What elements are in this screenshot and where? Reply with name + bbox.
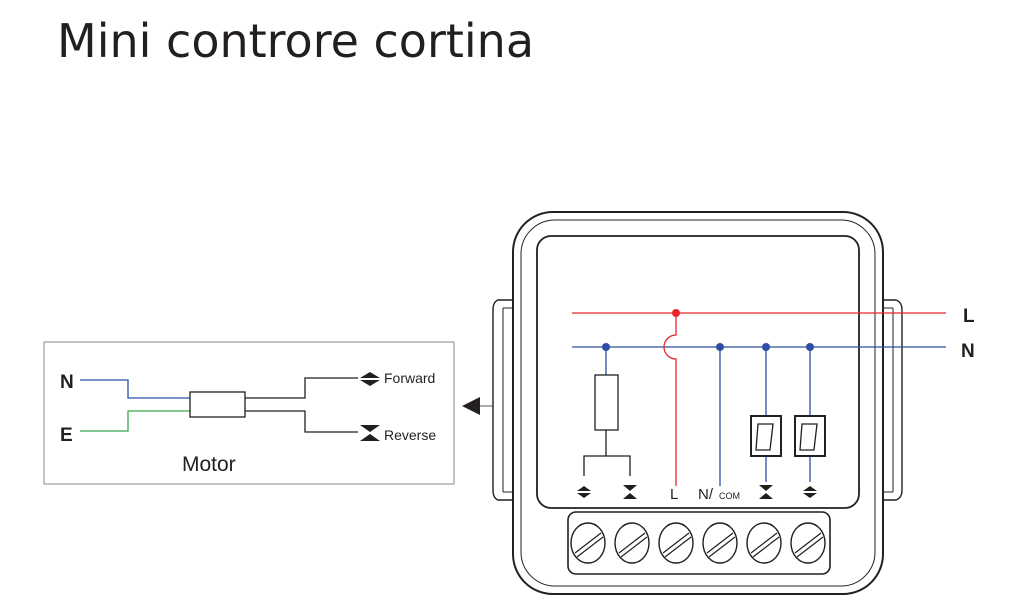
neutral-junction <box>602 343 610 351</box>
motor-element <box>189 391 246 418</box>
terminal-forward-icon <box>803 486 817 498</box>
screw-icon <box>746 522 782 564</box>
screw-icon <box>658 522 694 564</box>
load-element <box>594 374 619 431</box>
terminal-n-label: N/ <box>698 486 714 503</box>
inner-panel <box>536 235 860 509</box>
motor-earth-wire <box>80 410 190 432</box>
terminal-forward-icon <box>577 486 591 498</box>
terminal-l-label: L <box>670 486 678 503</box>
motor-neutral-wire <box>80 379 190 399</box>
arrow-head-icon <box>462 397 480 415</box>
right-clip <box>881 299 903 501</box>
supply-l-label: L <box>963 306 975 327</box>
motor-box-frame <box>43 341 455 485</box>
motor-label: Motor <box>182 453 236 476</box>
neutral-junction <box>716 343 724 351</box>
line-junction <box>672 309 680 317</box>
screw-icon <box>790 522 826 564</box>
forward-icon <box>360 372 380 386</box>
motor-e-label: E <box>60 425 73 446</box>
screw-icon <box>614 522 650 564</box>
page-title: Mini controre cortina <box>57 14 535 68</box>
motor-box: N E Forward Reverse Motor <box>43 341 455 485</box>
reverse-icon <box>360 425 380 441</box>
neutral-junction <box>806 343 814 351</box>
terminal-screws <box>570 522 826 564</box>
motor-n-label: N <box>60 372 74 393</box>
forward-wire <box>245 377 358 399</box>
terminal-reverse-icon <box>623 485 637 499</box>
switch-forward <box>794 415 826 457</box>
terminal-reverse-icon <box>759 485 773 499</box>
l-terminal-wire <box>663 313 677 486</box>
reverse-label: Reverse <box>384 427 436 443</box>
screw-icon <box>570 522 606 564</box>
switch-reverse <box>750 415 782 457</box>
device-housing <box>492 211 903 595</box>
neutral-junction <box>762 343 770 351</box>
forward-label: Forward <box>384 370 435 386</box>
reverse-wire <box>245 410 358 433</box>
terminal-com-label: COM <box>719 491 740 501</box>
supply-n-label: N <box>961 341 975 362</box>
screw-icon <box>702 522 738 564</box>
